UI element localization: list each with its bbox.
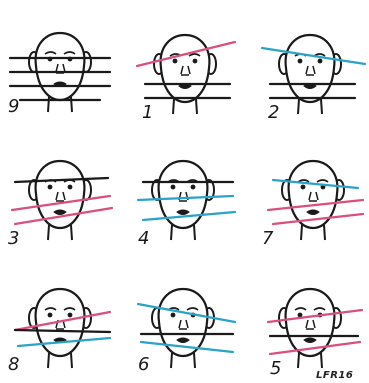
face-number-label: 5 [270,360,281,378]
black-guide-line [15,330,110,332]
face-number-label: 7 [262,230,273,248]
right-eye [191,185,196,190]
mouth [307,210,319,215]
right-eye [68,313,73,318]
left-eye [171,185,176,190]
face-number-label: 9 [8,98,19,116]
head-outline [161,35,210,102]
face-number-label: 6 [138,356,149,374]
left-eye [301,185,306,190]
left-eye [173,59,178,64]
face-number-label: 4 [138,230,149,248]
head-outline [286,35,335,102]
mouth [177,338,189,343]
face-number-label: 2 [268,104,279,122]
right-eye [193,59,198,64]
mouth [54,210,66,215]
head-outline [36,161,85,228]
left-eye [48,313,53,318]
face-number-label: 8 [8,356,19,374]
face-number-label: 1 [142,104,153,122]
left-eye [298,59,303,64]
right-eye [318,59,323,64]
mouth [304,338,316,343]
mouth [177,210,189,215]
left-eye [48,185,53,190]
right-eye [68,185,73,190]
head-outline [36,33,85,100]
face-number-label: 3 [8,230,19,248]
artist-signature: LFR16 [316,370,353,381]
left-eye [171,313,176,318]
